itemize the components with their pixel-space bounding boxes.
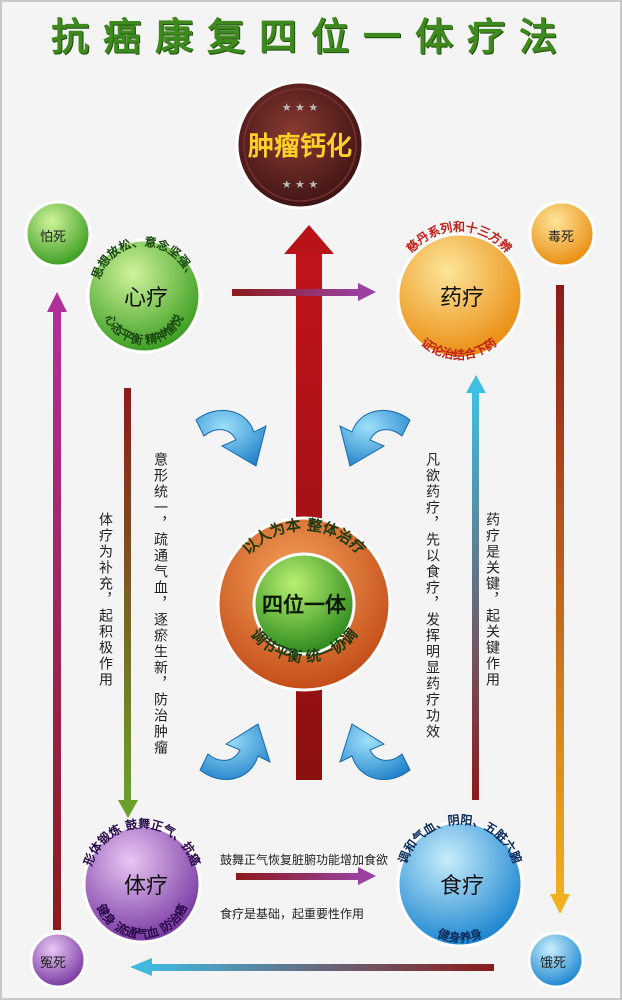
xin-to-ti-arrow <box>118 388 138 818</box>
yao-label: 药疗 <box>440 286 484 311</box>
ti-role-text: 体疗为补充，起积极作用 <box>97 512 113 688</box>
page-title: 抗癌康复四位一体疗法 <box>50 14 571 59</box>
xin-label: 心疗 <box>124 286 168 311</box>
svg-text:健身养身: 健身养身 <box>436 925 485 945</box>
shi-ring-bottom: 健身养身 <box>436 925 485 945</box>
bottom-top-text: 鼓舞正气恢复脏腑功能增加食欲 <box>220 853 389 867</box>
center-label: 四位一体 <box>262 593 347 617</box>
swoosh-arrow-top-right <box>339 409 411 467</box>
central-up-arrow <box>284 225 334 780</box>
corner-e-label: 饿死 <box>540 956 567 971</box>
svg-text:★ ★ ★: ★ ★ ★ <box>282 178 319 191</box>
shi-label: 食疗 <box>440 874 484 899</box>
yao-role-text: 药疗是关键，起关键作用 <box>484 512 500 688</box>
corner-pa-label: 怕死 <box>40 230 67 245</box>
swoosh-arrow-bottom-right <box>339 723 411 780</box>
node-shi: 调和气血、阴阳、五脏六腑 健身养身 食疗 <box>396 812 525 948</box>
bottom-bottom-text: 食疗是基础，起重要性作用 <box>220 907 365 921</box>
corner-yuan-circle <box>29 931 87 989</box>
top-node-tumor-calcification: ★ ★ ★ ★ ★ ★ 肿瘤钙化 <box>235 80 365 210</box>
swoosh-arrow-bottom-left <box>199 723 271 780</box>
node-ti: 形体锻炼 鼓舞正气、抗癌 健身 流通气血 防治癌 体疗 <box>81 816 204 944</box>
xin-to-yao-arrow <box>232 283 376 301</box>
corner-e-circle <box>527 931 585 989</box>
right-down-arrow <box>550 285 570 914</box>
corner-du-label: 毒死 <box>548 230 575 245</box>
node-yao: 慈丹系列和十三方辨 证论治结合下药 药疗 <box>396 219 524 362</box>
swoosh-arrow-top-left <box>195 409 267 467</box>
svg-text:★ ★ ★: ★ ★ ★ <box>282 101 319 114</box>
node-xin: 思想放松、意念坚强、 心态平衡 精神愉悦 心疗 <box>86 234 202 354</box>
corner-yuan-label: 冤死 <box>40 956 67 971</box>
e-to-yuan-arrow <box>130 958 494 976</box>
corner-pa-circle <box>24 200 92 268</box>
xin-effect-text: 意形统一，疏通气血，逐瘀生新，防治肿瘤 <box>152 452 168 756</box>
left-up-arrow <box>47 292 67 930</box>
shi-pre-text: 凡欲药疗，先以食疗，发挥明显药疗功效 <box>424 452 440 740</box>
center-node-four-in-one: 以人为本 整体治疗 调节平衡 统一协调 四位一体 <box>216 516 392 692</box>
corner-du-circle <box>528 200 596 268</box>
shi-to-yao-arrow <box>466 375 486 800</box>
top-node-label: 肿瘤钙化 <box>248 131 352 162</box>
ti-label: 体疗 <box>124 874 168 899</box>
ti-to-shi-arrow <box>236 867 376 885</box>
